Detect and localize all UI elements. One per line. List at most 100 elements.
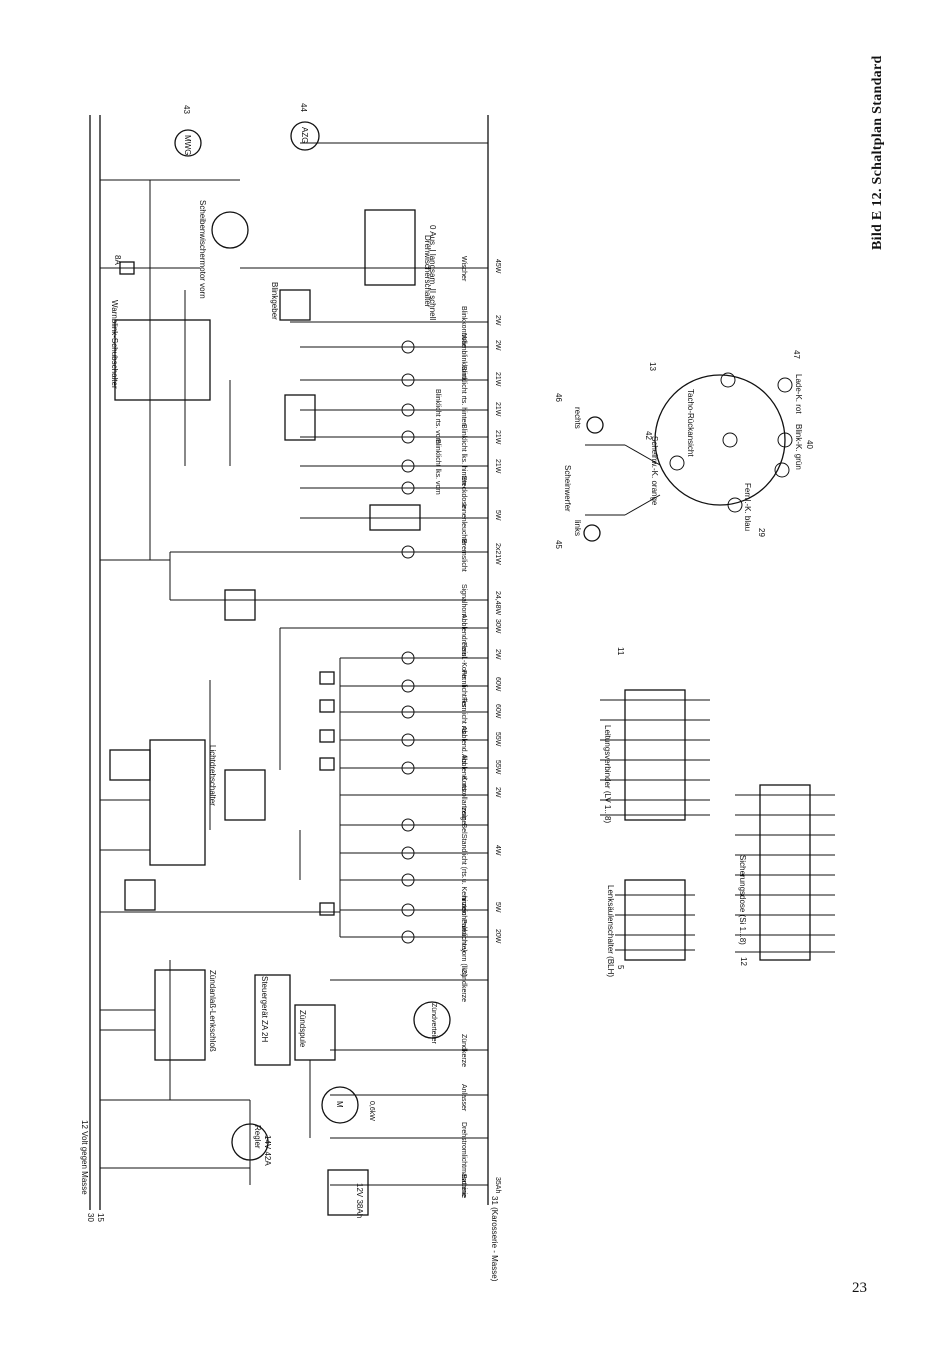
mwg-number: 43 — [182, 105, 191, 114]
tacho-ring — [654, 374, 786, 506]
innenleuchte-box — [369, 504, 421, 531]
svg-text:30W: 30W — [494, 619, 501, 634]
blh-small-box — [124, 879, 156, 911]
consumer-33: Innenleuchte — [460, 504, 467, 544]
mwg-gauge — [174, 129, 202, 157]
alternator — [231, 1123, 269, 1161]
azg-gauge — [290, 121, 320, 151]
horn-relay-box — [224, 589, 256, 621]
svg-text:5W: 5W — [494, 510, 501, 521]
fernl-k-num: 29 — [757, 528, 766, 537]
inline-fuses — [119, 261, 335, 916]
blink-k-num: 40 — [805, 440, 814, 449]
svg-text:0,6kW: 0,6kW — [368, 1101, 375, 1121]
consumer-25: Abblend. rts. — [460, 754, 467, 793]
consumer-16: Anlasser — [460, 1084, 467, 1112]
lade-k-label: Lade-K. rot — [794, 374, 803, 414]
consumer-34: Steckdose — [460, 476, 467, 509]
svg-text:24,48W: 24,48W — [494, 591, 501, 616]
regler-label: Regler — [253, 1125, 262, 1149]
headlamp-left-label: links — [573, 520, 582, 536]
wiper-motor — [211, 211, 249, 249]
svg-text:55W: 55W — [494, 760, 501, 775]
mwg-label: MWG — [183, 135, 192, 155]
wiper-switch-box — [364, 209, 416, 286]
consumer-35: Blinklicht lks. vorn — [434, 439, 441, 495]
svg-text:35Ah: 35Ah — [494, 1177, 501, 1193]
consumer-36: Blinklicht lks. hinten — [460, 424, 467, 485]
lamp-symbols — [401, 340, 415, 944]
consumer-41: Wischer — [460, 256, 467, 282]
fuse-8a-label: 8A — [113, 255, 122, 265]
steuergeraet-box — [254, 974, 291, 1066]
page-number: 23 — [852, 1280, 867, 1296]
svg-text:21W: 21W — [494, 402, 501, 417]
relay-box — [224, 769, 266, 821]
blh-box — [284, 394, 316, 441]
svg-text:2x21W: 2x21W — [494, 543, 501, 565]
battery-label: 12V 38Ah — [355, 1183, 364, 1218]
fuse-box-lines — [735, 794, 835, 953]
warning-switch-box — [114, 319, 211, 401]
figure-title-text: Bild E 12. Schaltplan Standard — [870, 55, 885, 250]
consumer-38: Blinklicht rts. hinten — [460, 366, 467, 426]
svg-text:5W: 5W — [494, 902, 501, 913]
wiper-switch-label: Drehwischerschalter — [423, 235, 432, 308]
wiper-motor-label: Scheibenwischermotor vorn — [198, 200, 207, 299]
consumer-40: Blinkkontrolle — [460, 306, 467, 348]
svg-text:60W: 60W — [494, 704, 501, 719]
scheinw-k-num: 42 — [644, 431, 653, 440]
headlamp-right — [586, 416, 604, 434]
svg-text:21W: 21W — [494, 372, 501, 387]
rail-30-label: 30 — [86, 1213, 95, 1222]
light-switch-label: Lichtdrehschalter — [208, 745, 217, 806]
fuse-box — [759, 784, 811, 961]
headlamp-right-label: rechts — [573, 407, 582, 429]
consumer-37: Blinklicht rts. vorn — [434, 389, 441, 444]
consumer-27: Fernlicht rts. — [460, 697, 467, 736]
light-switch-box — [149, 739, 206, 866]
figure-title: Bild E 12. Schaltplan Standard — [850, 55, 885, 260]
azg-number: 44 — [299, 103, 308, 112]
tacho-label: Tacho-Rückansicht — [686, 389, 695, 457]
rail-31-label: 31 (Karosserie - Masse) — [490, 1196, 499, 1282]
mass-note: 12 Volt gegen Masse — [80, 1120, 89, 1195]
zuendspule-label: Zündspule — [298, 1010, 307, 1048]
consumer-15: Drehstromlichtmaschine — [460, 1122, 467, 1197]
starter-motor — [321, 1086, 359, 1124]
blh-connector-lines — [615, 894, 695, 951]
wattage-labels: 35Ah 0,6kW 20W 5W 4W 2W 55W 55W 60W 60W … — [368, 259, 501, 1193]
svg-text:2W: 2W — [494, 787, 501, 798]
zuendspule-box — [294, 1004, 336, 1061]
consumer-24: Kontrollanzeige — [460, 776, 467, 824]
svg-text:2W: 2W — [494, 649, 501, 660]
blink-k-label: Blink-K. grün — [794, 424, 803, 470]
svg-text:60W: 60W — [494, 677, 501, 692]
distributor — [413, 1001, 451, 1039]
rail-15-label: 15 — [96, 1213, 105, 1222]
lv-number: 11 — [616, 647, 625, 656]
headlamp-left — [583, 524, 601, 542]
headlamp-right-num: 46 — [554, 393, 563, 402]
consumer-31: Signalhorn — [460, 584, 467, 618]
lv-connector-lines — [600, 699, 710, 816]
consumer-23: Instr.-Bel. — [460, 806, 467, 836]
svg-text:4W: 4W — [494, 845, 501, 856]
svg-text:45W: 45W — [494, 259, 501, 274]
consumer-14: Batterie — [460, 1174, 467, 1198]
ignition-switch-box — [154, 969, 206, 1061]
regler-spec: 14V 42A — [263, 1135, 272, 1166]
svg-text:21W: 21W — [494, 459, 501, 474]
consumer-17: Zündkerze — [460, 1034, 467, 1067]
fernl-k-label: Fernl.-K. blau — [743, 483, 752, 531]
scheinw-k-label: Scheinw.-K. orange — [650, 436, 659, 506]
blh-connector-block — [624, 879, 686, 961]
battery-box — [327, 1169, 369, 1216]
svg-text:55W: 55W — [494, 732, 501, 747]
flasher-label: Blinkgeber — [270, 282, 279, 320]
warning-switch-label: Warnblink-Schubschalter — [110, 300, 119, 389]
vertical-connectors — [149, 180, 341, 1185]
azg-label: AZG — [300, 127, 309, 143]
flasher-box — [279, 289, 311, 321]
blh-title: Lenksäulenschalter (BLH) — [606, 885, 615, 977]
